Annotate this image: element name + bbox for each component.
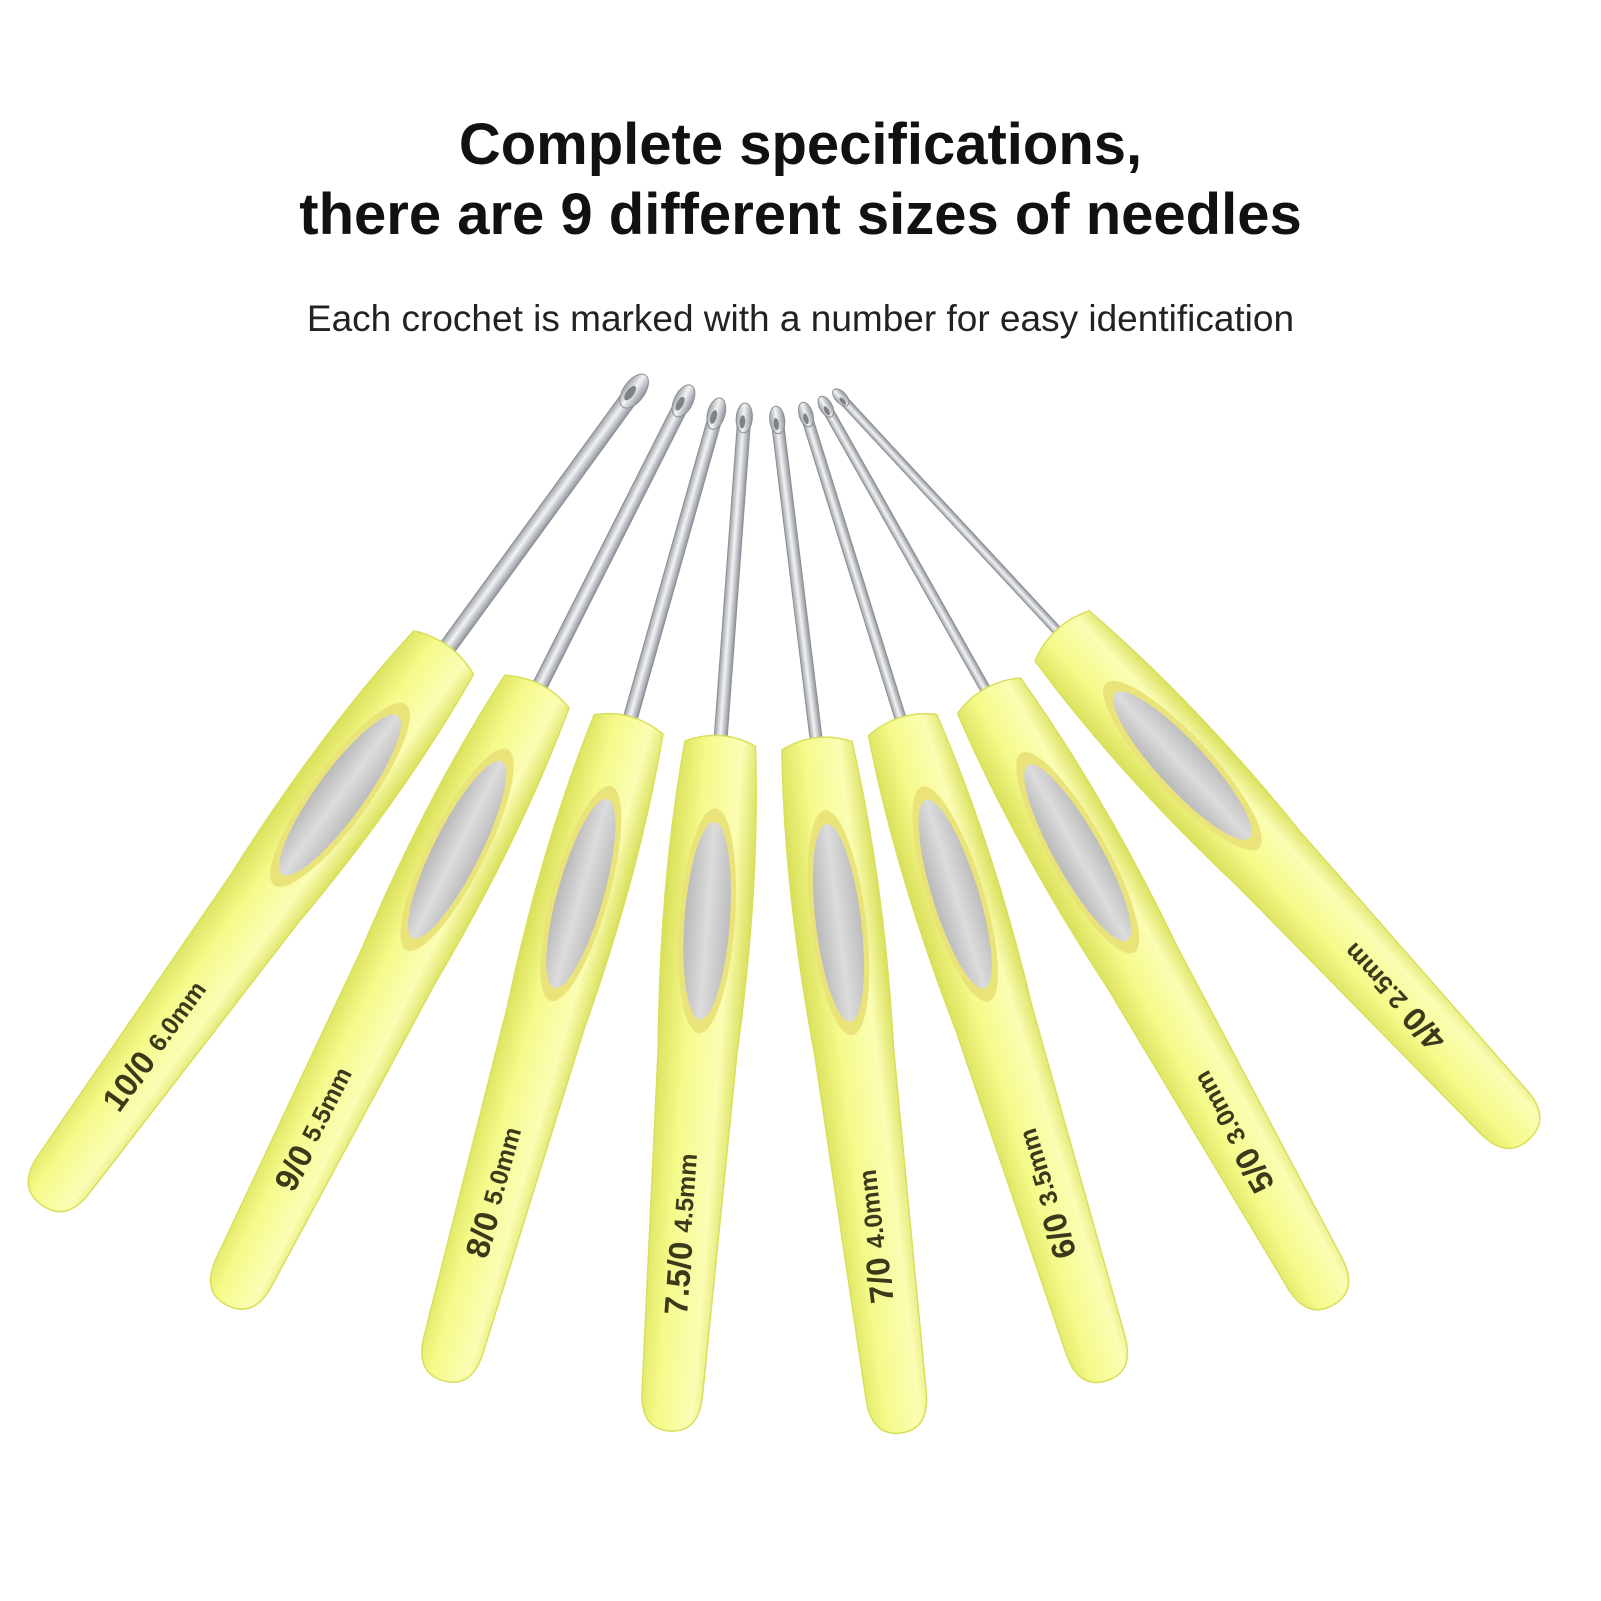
hook-throat [823,406,830,416]
headline-line-1: Complete specifications, [458,112,1143,177]
hook-shaft [618,409,723,741]
crochet-hook-2: 9/0 5.5mm [209,384,696,1310]
hook-throat [675,396,685,411]
hook-throat [839,397,847,405]
crochet-hook-6: 6/0 3.5mm [797,401,1129,1384]
hook-size-label: 7.5/0 4.5mm [657,1152,706,1316]
grip-pad [812,823,865,1022]
hook-size-number: 7/0 [857,1246,900,1305]
grip-pad [1113,691,1252,840]
crochet-hook-4: 7.5/0 4.5mm [641,402,757,1432]
crochet-hook-3: 8/0 5.0mm [421,397,727,1383]
hook-throat [710,410,718,424]
grip-pad [279,714,401,876]
headline-line-2: there are 9 different sizes of needles [299,182,1302,247]
hook-throat [803,413,809,425]
subheadline: Each crochet is marked with a number for… [306,298,1295,339]
hook-size-number: 7.5/0 [657,1231,700,1316]
grip-pad [407,760,507,939]
grip-pad [683,821,731,1020]
crochet-hook-1: 10/0 6.0mm [27,373,649,1213]
hook-throat [624,385,636,401]
crochet-hook-7: 5/0 3.0mm [817,395,1350,1311]
hook-throat [739,415,746,429]
crochet-hook-8: 4/0 2.5mm [832,388,1541,1150]
hook-shaft [712,413,752,761]
crochet-hook-5: 7/0 4.0mm [769,405,928,1434]
grip-pad [918,799,992,989]
grip-pad [546,799,616,989]
grip-pad [1024,764,1132,942]
hook-throat [773,418,779,431]
hook-shaft [430,385,641,668]
hook-size-mm: 4.5mm [669,1152,703,1233]
headline: Complete specifications, there are 9 dif… [0,110,1601,250]
